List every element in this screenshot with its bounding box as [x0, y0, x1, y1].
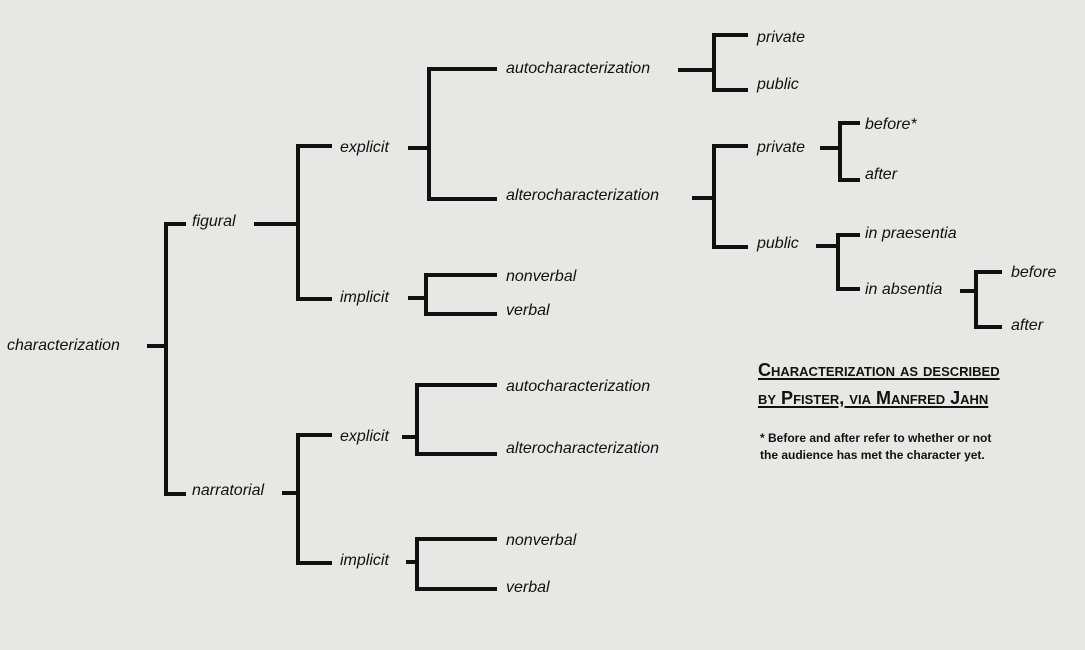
bracket-narratorial-explicit [402, 383, 497, 456]
node-narratorial-implicit: implicit [340, 552, 389, 569]
bracket-figural [254, 144, 332, 301]
footnote: * Before and after refer to whether or n… [760, 430, 991, 464]
node-in-absentia-after: after [1011, 317, 1044, 334]
node-altero-private-after: after [865, 166, 898, 183]
node-auto-public: public [757, 76, 799, 93]
node-in-praesentia: in praesentia [865, 225, 957, 242]
bracket-altero-private [820, 121, 860, 182]
bracket-figural-auto [678, 33, 748, 92]
node-figural-explicit-autocharacterization: autocharacterization [506, 60, 651, 77]
node-narratorial-explicit-alterocharacterization: alterocharacterization [506, 440, 659, 457]
node-figural-implicit: implicit [340, 289, 389, 306]
node-figural: figural [192, 213, 236, 230]
bracket-figural-implicit [408, 273, 497, 316]
diagram-title: Characterization as described by Pfister… [758, 356, 1000, 412]
bracket-root [147, 222, 186, 496]
bracket-in-absentia [960, 270, 1002, 329]
bracket-altero-public [816, 233, 860, 291]
node-figural-implicit-nonverbal: nonverbal [506, 268, 577, 285]
bracket-narratorial [282, 433, 332, 565]
bracket-figural-altero [692, 144, 748, 249]
bracket-narratorial-implicit [406, 537, 497, 591]
footnote-line-1: * Before and after refer to whether or n… [760, 431, 992, 445]
node-narratorial: narratorial [192, 482, 265, 499]
node-in-absentia: in absentia [865, 281, 943, 298]
node-figural-implicit-verbal: verbal [506, 302, 550, 319]
node-narratorial-implicit-verbal: verbal [506, 579, 550, 596]
bracket-figural-explicit [408, 67, 497, 201]
node-auto-private: private [757, 29, 806, 46]
diagram-title-line-2: by Pfister, via Manfred Jahn [758, 388, 989, 408]
footnote-line-2: the audience has met the character yet. [760, 448, 985, 462]
node-characterization: characterization [7, 337, 120, 354]
node-altero-public: public [757, 235, 799, 252]
node-figural-explicit: explicit [340, 139, 389, 156]
node-narratorial-explicit: explicit [340, 428, 389, 445]
node-altero-private: private [757, 139, 806, 156]
node-altero-private-before: before* [865, 116, 917, 133]
diagram-title-line-1: Characterization as described [758, 360, 1000, 380]
node-figural-explicit-alterocharacterization: alterocharacterization [506, 187, 659, 204]
node-narratorial-implicit-nonverbal: nonverbal [506, 532, 577, 549]
node-narratorial-explicit-autocharacterization: autocharacterization [506, 378, 651, 395]
node-in-absentia-before: before [1011, 264, 1057, 281]
